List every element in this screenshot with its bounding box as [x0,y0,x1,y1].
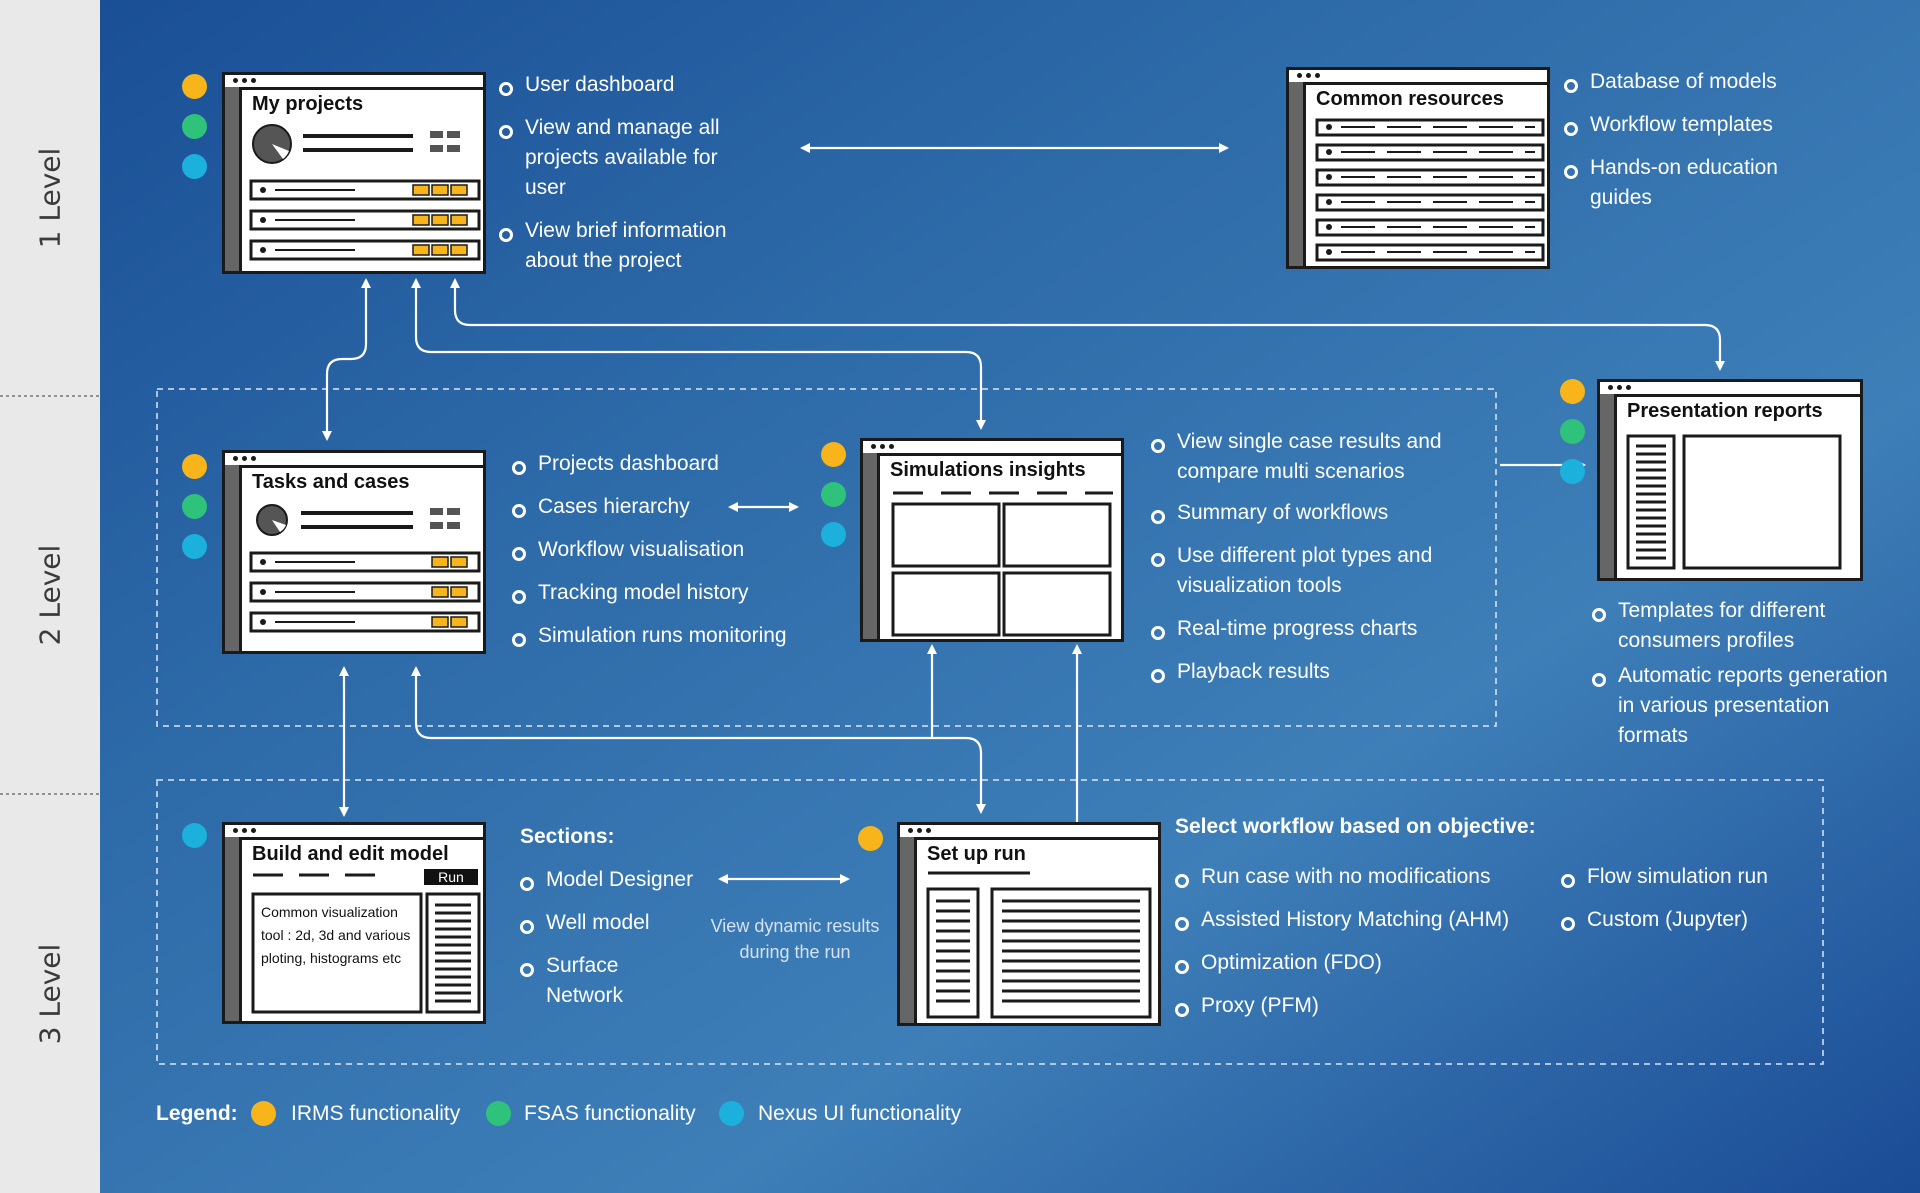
window-titlebar [225,825,483,840]
legend-label: Legend: [156,1102,238,1125]
window-title: Build and edit model [252,843,449,865]
level-1-label: 1 Level [33,147,67,249]
bullet-item: Hands-on education guides [1564,153,1804,213]
window-titlebar [1289,70,1547,85]
legend-irms-label: IRMS functionality [291,1102,461,1125]
bullet-item: Workflow templates [1564,110,1824,140]
bullet-item: Database of models [1564,67,1824,97]
bullet-item: Playback results [1151,657,1481,687]
irms-functionality-dot [858,826,883,851]
bullet-item: Simulation runs monitoring [512,621,832,651]
window-titlebar [863,441,1121,456]
setup-run-mock-content [926,871,1152,1019]
fsas-legend-dot [486,1101,511,1126]
window-sidebar [1600,394,1617,578]
window-titlebar [225,453,483,468]
level-2-label: 2 Level [33,544,67,646]
nexus-functionality-dot [1560,459,1585,484]
bullet-item: Real-time progress charts [1151,614,1481,644]
window-title: Common resources [1316,88,1504,110]
bullet-item: Flow simulation run [1561,862,1821,892]
bullet-item: Surface Network [520,951,650,1011]
window-title: Simulations insights [890,459,1086,481]
bullet-item: Use different plot types and visualizati… [1151,541,1451,601]
common-resources-mock-list [1315,118,1545,262]
common-resources-window[interactable]: Common resources [1286,67,1550,269]
legend-nexus-label: Nexus UI functionality [758,1102,962,1125]
bullet-item: Proxy (PFM) [1175,991,1535,1021]
build-and-edit-model-window[interactable]: Build and edit model Run Common visualiz… [222,822,486,1024]
bullet-item: Custom (Jupyter) [1561,905,1821,935]
bullet-item: Cases hierarchy [512,492,812,522]
window-sidebar [225,837,242,1021]
run-button[interactable]: Run [424,869,478,885]
bullet-item: View single case results and compare mul… [1151,427,1481,487]
window-sidebar [863,453,880,639]
bullet-item: Well model [520,908,720,938]
visualization-tool-text: Common visualization tool : 2d, 3d and v… [261,904,411,966]
bullet-item: Tracking model history [512,578,812,608]
irms-functionality-dot [1560,379,1585,404]
set-up-run-window[interactable]: Set up run [897,822,1161,1026]
bullet-item: User dashboard [499,70,769,100]
bullet-item: Assisted History Matching (AHM) [1175,905,1535,935]
bullet-item: Projects dashboard [512,449,812,479]
bullet-item: Run case with no modifications [1175,862,1535,892]
left-level-band [0,0,100,1193]
nexus-functionality-dot [821,522,846,547]
irms-functionality-dot [182,454,207,479]
window-sidebar [900,837,917,1023]
irms-functionality-dot [182,74,207,99]
dynamic-results-note: View dynamic results during the run [710,916,880,962]
legend-fsas-label: FSAS functionality [524,1102,696,1125]
window-title: Set up run [927,843,1026,865]
sections-heading: Sections: [520,825,615,848]
fsas-functionality-dot [182,114,207,139]
window-titlebar [900,825,1158,840]
window-sidebar [225,87,242,271]
my-projects-mock-content [249,124,481,261]
bullet-item: Templates for different consumers profil… [1592,596,1892,656]
nexus-functionality-dot [182,534,207,559]
bullet-item: Optimization (FDO) [1175,948,1535,978]
bullet-item: Automatic reports generation in various … [1592,661,1892,751]
window-sidebar [1289,82,1306,266]
nexus-functionality-dot [182,823,207,848]
reports-mock-content [1626,434,1842,570]
fsas-functionality-dot [1560,419,1585,444]
connector-arrow [450,278,1725,371]
irms-legend-dot [251,1101,276,1126]
bullet-item: View brief information about the project [499,216,769,276]
irms-functionality-dot [821,442,846,467]
simulations-insights-window[interactable]: Simulations insights [860,438,1124,642]
tasks-mock-content [249,504,481,633]
build-model-mock-content [251,873,481,1014]
window-title: Presentation reports [1627,400,1823,422]
bullet-item: Model Designer [520,865,720,895]
connector-arrow [411,666,986,814]
window-titlebar [1600,382,1860,397]
my-projects-window[interactable]: My projects [222,72,486,274]
presentation-reports-window[interactable]: Presentation reports [1597,379,1863,581]
fsas-functionality-dot [821,482,846,507]
connector-arrow [322,278,371,441]
fsas-functionality-dot [182,494,207,519]
nexus-functionality-dot [182,154,207,179]
window-title: Tasks and cases [252,471,410,493]
nexus-legend-dot [719,1101,744,1126]
bullet-item: Workflow visualisation [512,535,812,565]
window-titlebar [225,75,483,90]
level-3-group-box [156,779,1824,1065]
tasks-and-cases-window[interactable]: Tasks and cases [222,450,486,654]
workflow-heading: Select workflow based on objective: [1175,815,1536,838]
level-3-label: 3 Level [33,943,67,1044]
window-sidebar [225,465,242,651]
bullet-item: View and manage all projects available f… [499,113,739,203]
bullet-item: Summary of workflows [1151,498,1481,528]
window-title: My projects [252,93,364,115]
insights-mock-panels [891,491,1113,637]
